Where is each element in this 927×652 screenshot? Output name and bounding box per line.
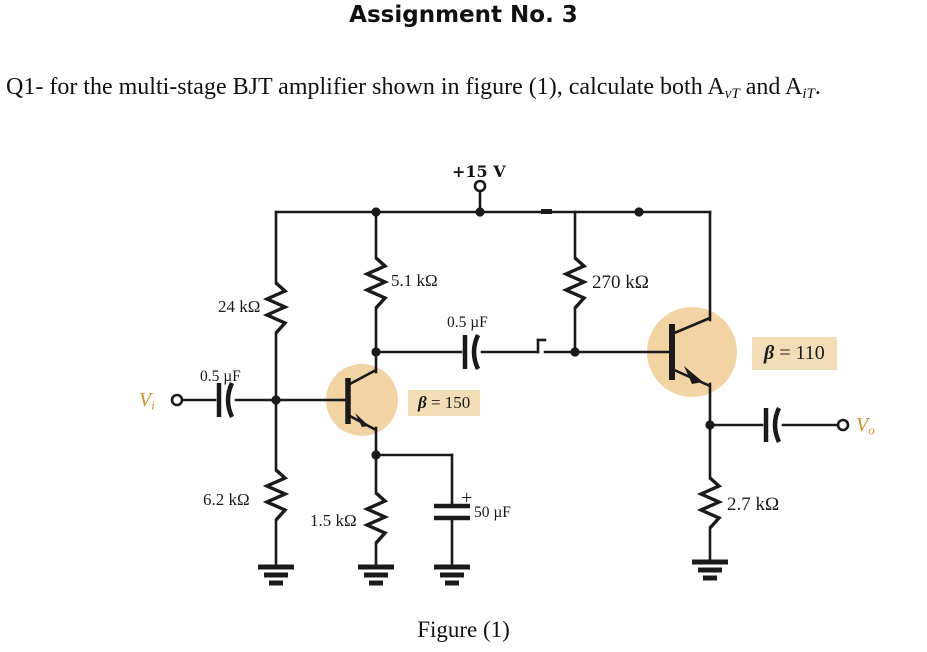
figure-caption: Figure (1) bbox=[417, 617, 510, 642]
junction-dot-collector1 bbox=[371, 347, 381, 357]
resistor-1k5 bbox=[362, 491, 390, 545]
label-bypass-polarity: + bbox=[461, 487, 473, 509]
question-text-suffix: . bbox=[814, 74, 821, 100]
transistor-q1-body bbox=[326, 364, 398, 436]
label-capacitor-coupling: 0.5 µF bbox=[447, 314, 488, 331]
ground-symbol-emitter2 bbox=[692, 559, 728, 581]
resistor-24k bbox=[262, 281, 290, 335]
label-beta-q2-symbol: β bbox=[764, 342, 775, 364]
junction-dot-base1 bbox=[271, 395, 281, 405]
label-resistor-270k: 270 kΩ bbox=[592, 272, 649, 293]
ground-symbol-emitter1 bbox=[358, 564, 394, 586]
label-beta-q2: β = 110 bbox=[752, 337, 837, 370]
junction-dot-rail-q2 bbox=[634, 207, 644, 217]
label-beta-q1-value: = 150 bbox=[426, 393, 471, 412]
resistor-5k1 bbox=[362, 256, 390, 310]
question-subscript-vt: vT bbox=[724, 86, 740, 103]
label-resistor-24k: 24 kΩ bbox=[218, 297, 261, 316]
label-supply-voltage: +15 V bbox=[452, 162, 506, 181]
transistor-q2 bbox=[655, 316, 711, 388]
question-text-mid: and A bbox=[739, 74, 803, 100]
page-title: Assignment No. 3 bbox=[349, 2, 578, 28]
question-text-prefix: Q1- for the multi-stage BJT amplifier sh… bbox=[6, 74, 725, 100]
capacitor-input bbox=[216, 382, 235, 418]
label-resistor-6k2: 6.2 kΩ bbox=[203, 490, 250, 509]
label-capacitor-input: 0.5 µF bbox=[200, 368, 241, 385]
ground-symbol-bypass bbox=[434, 564, 470, 586]
label-capacitor-bypass: 50 µF bbox=[474, 504, 511, 521]
capacitor-output bbox=[763, 407, 782, 443]
label-input-signal: Vi bbox=[139, 389, 155, 413]
ground-symbol-input-divider bbox=[258, 564, 294, 586]
label-beta-q1: β = 150 bbox=[408, 390, 481, 416]
label-resistor-1k5: 1.5 kΩ bbox=[310, 511, 357, 530]
resistor-2k7 bbox=[696, 476, 724, 530]
label-resistor-5k1: 5.1 kΩ bbox=[391, 271, 438, 290]
transistor-q1 bbox=[340, 368, 377, 432]
label-output-signal-sub: o bbox=[868, 422, 875, 438]
capacitor-bypass bbox=[434, 503, 470, 521]
terminal-supply[interactable] bbox=[473, 179, 487, 193]
terminal-input[interactable] bbox=[170, 393, 184, 407]
terminal-output[interactable] bbox=[836, 418, 850, 432]
label-beta-q1-symbol: β bbox=[418, 393, 427, 412]
question-subscript-it: iT bbox=[802, 86, 815, 103]
question-text: Q1- for the multi-stage BJT amplifier sh… bbox=[6, 74, 924, 103]
rail-tick-mark bbox=[541, 209, 552, 214]
junction-dot-q2-base bbox=[570, 347, 580, 357]
label-resistor-2k7: 2.7 kΩ bbox=[727, 494, 780, 515]
resistor-270k bbox=[561, 256, 589, 310]
resistor-6k2 bbox=[262, 468, 290, 522]
capacitor-coupling bbox=[462, 334, 481, 370]
label-output-signal-v: V bbox=[856, 414, 869, 436]
junction-dot-emitter1 bbox=[371, 450, 381, 460]
label-input-signal-v: V bbox=[139, 389, 152, 411]
label-output-signal: Vo bbox=[856, 414, 875, 438]
junction-dot-output bbox=[705, 420, 715, 430]
junction-dot-rail-5k1 bbox=[371, 207, 381, 217]
junction-dot-rail-supply bbox=[475, 207, 485, 217]
label-input-signal-sub: i bbox=[151, 397, 155, 413]
label-beta-q2-value: = 110 bbox=[774, 342, 825, 364]
